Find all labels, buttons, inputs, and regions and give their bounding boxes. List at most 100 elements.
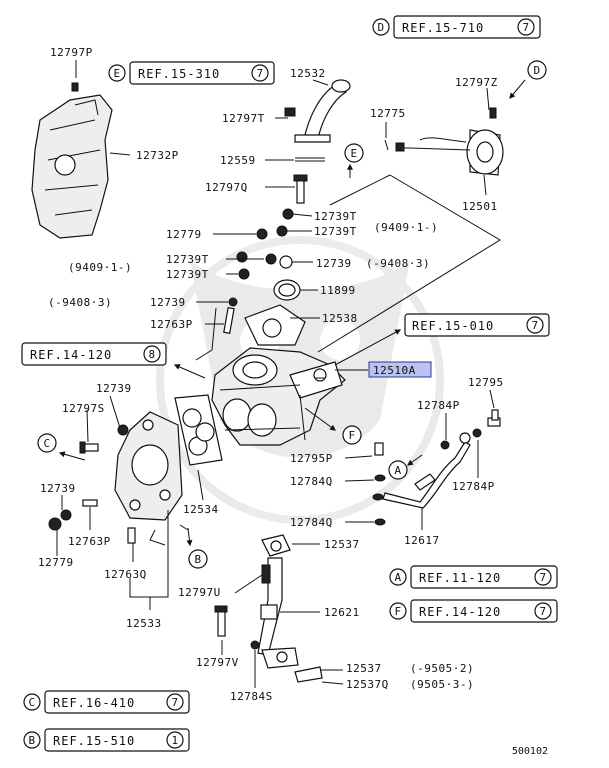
label-12510A-highlight[interactable]: 12510A xyxy=(368,361,432,378)
label-12621[interactable]: 12621 xyxy=(324,606,360,619)
label-12784S[interactable]: 12784S xyxy=(230,690,273,703)
leader-lines xyxy=(56,60,501,688)
label-12739T-c[interactable]: 12739T xyxy=(166,253,209,266)
ref-text: REF.15-010 xyxy=(412,319,494,333)
ref-num: 8 xyxy=(148,348,155,361)
ref-num: 7 xyxy=(522,21,529,34)
label-12739-d[interactable]: 12739 xyxy=(40,482,76,495)
callout-c[interactable]: C xyxy=(37,433,57,453)
label-12775[interactable]: 12775 xyxy=(370,107,406,120)
label-12797T[interactable]: 12797T xyxy=(222,112,265,125)
ref-b-15-510[interactable]: B REF.15-510 1 xyxy=(23,728,190,752)
callout-d[interactable]: D xyxy=(527,60,547,80)
turbocharger-drawing xyxy=(211,347,346,446)
flow-arrows xyxy=(58,79,526,547)
svg-text:E: E xyxy=(350,147,357,160)
bolts-washers-drawing xyxy=(223,174,308,335)
label-12797U[interactable]: 12797U xyxy=(178,586,221,599)
ref-d-15-710[interactable]: D REF.15-710 7 xyxy=(372,15,541,39)
ref-c-16-410[interactable]: C REF.16-410 7 xyxy=(23,690,190,714)
label-12534[interactable]: 12534 xyxy=(183,503,219,516)
arrow-to-c xyxy=(58,451,86,461)
label-12739T-b[interactable]: 12739T xyxy=(314,225,357,238)
elbow-12533-drawing xyxy=(48,411,183,544)
label-12537-b[interactable]: 12537 xyxy=(346,662,382,675)
ref-text: REF.11-120 xyxy=(419,571,501,585)
note-9408-3-a: (-9408·3) xyxy=(366,257,430,270)
diagram-id: 500102 xyxy=(512,746,548,757)
label-12779-b[interactable]: 12779 xyxy=(38,556,74,569)
callout-f[interactable]: F xyxy=(342,425,362,445)
label-12795P[interactable]: 12795P xyxy=(290,452,333,465)
return-pipe-12621-drawing xyxy=(214,534,323,683)
note-9409-1-b: (9409·1-) xyxy=(68,261,132,274)
label-12779-a[interactable]: 12779 xyxy=(166,228,202,241)
heat-protector-drawing xyxy=(31,82,113,239)
label-12732P[interactable]: 12732P xyxy=(136,149,179,162)
ref-15-010[interactable]: REF.15-010 7 xyxy=(404,313,550,337)
arrow-to-d xyxy=(509,79,526,99)
arrow-to-ref-15-010 xyxy=(334,329,402,366)
label-12739-c[interactable]: 12739 xyxy=(96,382,132,395)
ref-text: REF.15-510 xyxy=(53,734,135,748)
label-12510A: 12510A xyxy=(373,364,416,377)
arrow-to-ref-14-120 xyxy=(173,364,206,379)
callout-b[interactable]: B xyxy=(188,549,208,569)
letter-f: F xyxy=(394,605,401,618)
arrow-to-b xyxy=(186,527,193,547)
label-12617[interactable]: 12617 xyxy=(404,534,440,547)
ref-e-15-310[interactable]: E REF.15-310 7 xyxy=(108,61,275,85)
label-12739-a[interactable]: 12739 xyxy=(316,257,352,270)
label-12784Q-a[interactable]: 12784Q xyxy=(290,475,333,488)
oil-pipe-12617-drawing xyxy=(372,409,501,526)
ref-text: REF.15-710 xyxy=(402,21,484,35)
svg-text:D: D xyxy=(533,64,540,77)
callout-e[interactable]: E xyxy=(344,143,364,163)
arrow-to-a xyxy=(407,454,423,466)
label-12501[interactable]: 12501 xyxy=(462,200,498,213)
label-12784Q-b[interactable]: 12784Q xyxy=(290,516,333,529)
gasket-12538-drawing xyxy=(244,304,306,346)
label-12795[interactable]: 12795 xyxy=(468,376,504,389)
ref-f-14-120[interactable]: F REF.14-120 7 xyxy=(389,599,558,623)
label-12538[interactable]: 12538 xyxy=(322,312,358,325)
ref-num: 7 xyxy=(531,319,538,332)
label-12739T-d[interactable]: 12739T xyxy=(166,268,209,281)
svg-text:F: F xyxy=(348,429,355,442)
pipe-12532-drawing xyxy=(284,79,351,162)
ref-text: REF.14-120 xyxy=(30,348,112,362)
label-12763P-a[interactable]: 12763P xyxy=(150,318,193,331)
label-12784P-b[interactable]: 12784P xyxy=(452,480,495,493)
label-12763P-b[interactable]: 12763P xyxy=(68,535,111,548)
ref-num: 7 xyxy=(171,696,178,709)
label-12739-b[interactable]: 12739 xyxy=(150,296,186,309)
label-12784P-a[interactable]: 12784P xyxy=(417,399,460,412)
ref-num: 7 xyxy=(256,67,263,80)
note-9505-2: (-9505·2) xyxy=(410,662,474,675)
label-12797Q[interactable]: 12797Q xyxy=(205,181,248,194)
label-12532[interactable]: 12532 xyxy=(290,67,326,80)
ref-a-11-120[interactable]: A REF.11-120 7 xyxy=(389,565,558,589)
ref-text: REF.15-310 xyxy=(138,67,220,81)
label-12739T-a[interactable]: 12739T xyxy=(314,210,357,223)
note-9408-3-b: (-9408·3) xyxy=(48,296,112,309)
ref-text: REF.16-410 xyxy=(53,696,135,710)
note-9505-3: (9505·3-) xyxy=(410,678,474,691)
label-12537Q[interactable]: 12537Q xyxy=(346,678,389,691)
svg-text:C: C xyxy=(43,437,50,450)
label-12533[interactable]: 12533 xyxy=(126,617,162,630)
label-12763Q[interactable]: 12763Q xyxy=(104,568,147,581)
actuator-12501-drawing xyxy=(384,107,504,176)
label-12797Z[interactable]: 12797Z xyxy=(455,76,498,89)
letter-d: D xyxy=(377,21,384,34)
label-11899[interactable]: 11899 xyxy=(320,284,356,297)
label-12537-a[interactable]: 12537 xyxy=(324,538,360,551)
note-9409-1-a: (9409·1-) xyxy=(374,221,438,234)
ref-14-120-8[interactable]: REF.14-120 8 xyxy=(21,342,167,366)
label-12797S[interactable]: 12797S xyxy=(62,402,105,415)
callout-a[interactable]: A xyxy=(388,460,408,480)
label-12797V[interactable]: 12797V xyxy=(196,656,239,669)
label-12797P[interactable]: 12797P xyxy=(50,46,93,59)
label-12559[interactable]: 12559 xyxy=(220,154,256,167)
